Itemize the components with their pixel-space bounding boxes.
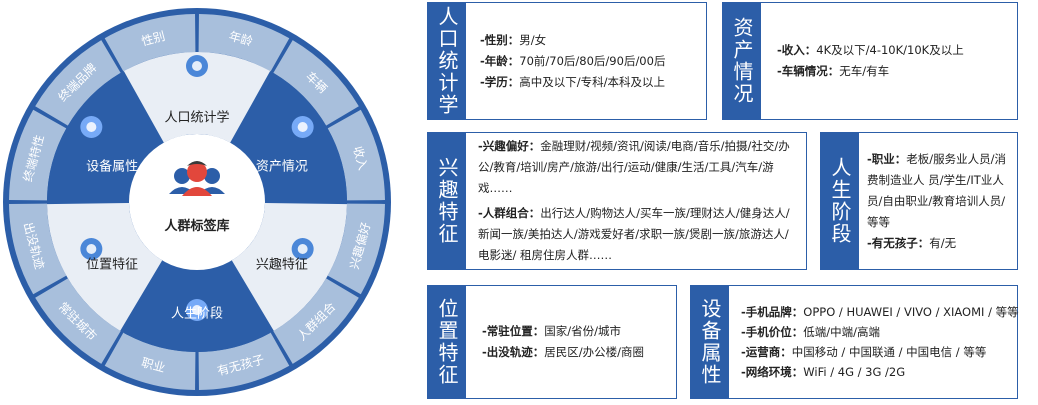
outer-ring-label: 性别	[140, 29, 167, 49]
interests-groups: -人群组合：出行达人/购物达人/买车一族/理财达人/健身达人/新闻一族/美拍达人…	[478, 206, 790, 262]
card-device-title: 设备属性	[691, 286, 729, 398]
device-line-price: -手机价位：低端/中端/高端	[741, 325, 881, 339]
card-life-body: -职业：老板/服务业人员/消费制造业人 员/学生/IT业人员/自由职业/教育培训…	[867, 133, 1013, 269]
assets-line-income: -收入：4K及以下/4-10K/10K及以上	[777, 43, 964, 57]
outer-ring-segment	[327, 109, 385, 201]
outer-ring-segment	[9, 203, 67, 295]
card-location-body: -常驻位置：国家/省份/城市 -出没轨迹：居民区/办公楼/商圈	[482, 286, 670, 398]
org-chart-icon	[186, 55, 208, 77]
card-device: 设备属性 -手机品牌：OPPO / HUAWEI / VIVO / XIAOMI…	[690, 285, 1019, 399]
outer-ring-label: 职业	[140, 355, 167, 375]
people-group-icon	[291, 238, 314, 260]
card-location: 位置特征 -常驻位置：国家/省份/城市 -出没轨迹：居民区/办公楼/商圈	[427, 285, 677, 399]
device-line-brand: -手机品牌：OPPO / HUAWEI / VIVO / XIAOMI / 等等	[741, 305, 1019, 319]
device-line-carrier: -运营商：中国移动 / 中国联通 / 中国电信 / 等等	[741, 345, 987, 359]
coin-icon	[291, 116, 314, 138]
life-children: -有无孩子：有/无	[867, 235, 957, 250]
people-icon	[169, 161, 225, 196]
demographics-line-age: -年龄：70前/70后/80后/90后/00后	[480, 53, 666, 68]
inner-segment-label: 资产情况	[256, 160, 308, 175]
clock-icon	[186, 299, 208, 321]
card-demographics: 人口统计学 -性别：男/女 -年龄：70前/70后/80后/90后/00后 -学…	[427, 2, 707, 120]
outer-ring-segment	[198, 14, 290, 72]
card-life-stage: 人生阶段 -职业：老板/服务业人员/消费制造业人 员/学生/IT业人员/自由职业…	[820, 132, 1018, 270]
outer-ring-label: 收入	[350, 145, 370, 172]
card-life-title: 人生阶段	[821, 133, 859, 269]
inner-segment	[123, 52, 271, 143]
life-occupation: -职业：老板/服务业人员/消费制造业人 员/学生/IT业人员/自由职业/教育培训…	[867, 151, 1007, 229]
outer-ring-segment	[9, 109, 67, 201]
center-disc	[129, 134, 265, 270]
demographics-line-gender: -性别：男/女	[480, 32, 547, 47]
demographics-line-education: -学历：高中及以下/专科/本科及以上	[480, 74, 666, 89]
card-assets-title: 资产情况	[723, 3, 761, 119]
outer-ring-label: 年龄	[227, 29, 254, 49]
card-interests-title: 兴趣特征	[428, 133, 466, 269]
card-assets-body: -收入：4K及以下/4-10K/10K及以上 -车辆情况：无车/有车	[777, 3, 1011, 119]
outer-ring-segment	[104, 14, 196, 72]
inner-segment	[47, 202, 163, 331]
device-line-network: -网络环境：WiFi / 4G / 3G /2G	[741, 365, 906, 379]
center-label: 人群标签库	[164, 218, 229, 234]
outer-ring-segment	[273, 40, 359, 126]
assets-line-vehicle: -车辆情况：无车/有车	[777, 64, 890, 78]
inner-segment	[47, 73, 163, 202]
card-device-body: -手机品牌：OPPO / HUAWEI / VIVO / XIAOMI / 等等…	[741, 286, 1019, 398]
inner-segment-label: 位置特征	[86, 258, 138, 273]
location-line-resident: -常驻位置：国家/省份/城市	[482, 324, 622, 338]
card-location-title: 位置特征	[428, 286, 466, 398]
outer-ring-segment	[35, 40, 121, 126]
card-demographics-title: 人口统计学	[428, 3, 466, 119]
interests-preferences: -兴趣偏好：金融理财/视频/资讯/阅读/电商/音乐/拍摄/社交/办公/教育/培训…	[478, 139, 790, 195]
inner-segment-label: 兴趣特征	[256, 258, 308, 273]
inner-segment-label: 人生阶段	[171, 307, 223, 322]
card-interests-body: -兴趣偏好：金融理财/视频/资讯/阅读/电商/音乐/拍摄/社交/办公/教育/培训…	[478, 133, 800, 269]
inner-segment-label: 人口统计学	[164, 110, 229, 126]
location-pin-icon	[80, 238, 103, 260]
outer-ring-segment	[327, 203, 385, 295]
outer-ring-segment	[198, 332, 290, 390]
inner-segment-label: 设备属性	[86, 159, 138, 175]
card-assets: 资产情况 -收入：4K及以下/4-10K/10K及以上 -车辆情况：无车/有车	[722, 2, 1018, 120]
card-demographics-body: -性别：男/女 -年龄：70前/70后/80后/90后/00后 -学历：高中及以…	[480, 3, 700, 119]
inner-segment	[231, 202, 347, 331]
network-sphere-icon	[80, 116, 103, 138]
outer-ring-segment	[35, 278, 121, 364]
inner-segment	[231, 73, 347, 202]
tag-wheel-diagram: 性别年龄车辆收入兴趣偏好人群组合有无孩子职业常驻城市出没轨迹终端特性终端品牌 人…	[3, 8, 391, 396]
outer-ring-segment	[273, 278, 359, 364]
location-line-track: -出没轨迹：居民区/办公楼/商圈	[482, 345, 645, 359]
card-interests: 兴趣特征 -兴趣偏好：金融理财/视频/资讯/阅读/电商/音乐/拍摄/社交/办公/…	[427, 132, 807, 270]
outer-ring-segment	[104, 332, 196, 390]
